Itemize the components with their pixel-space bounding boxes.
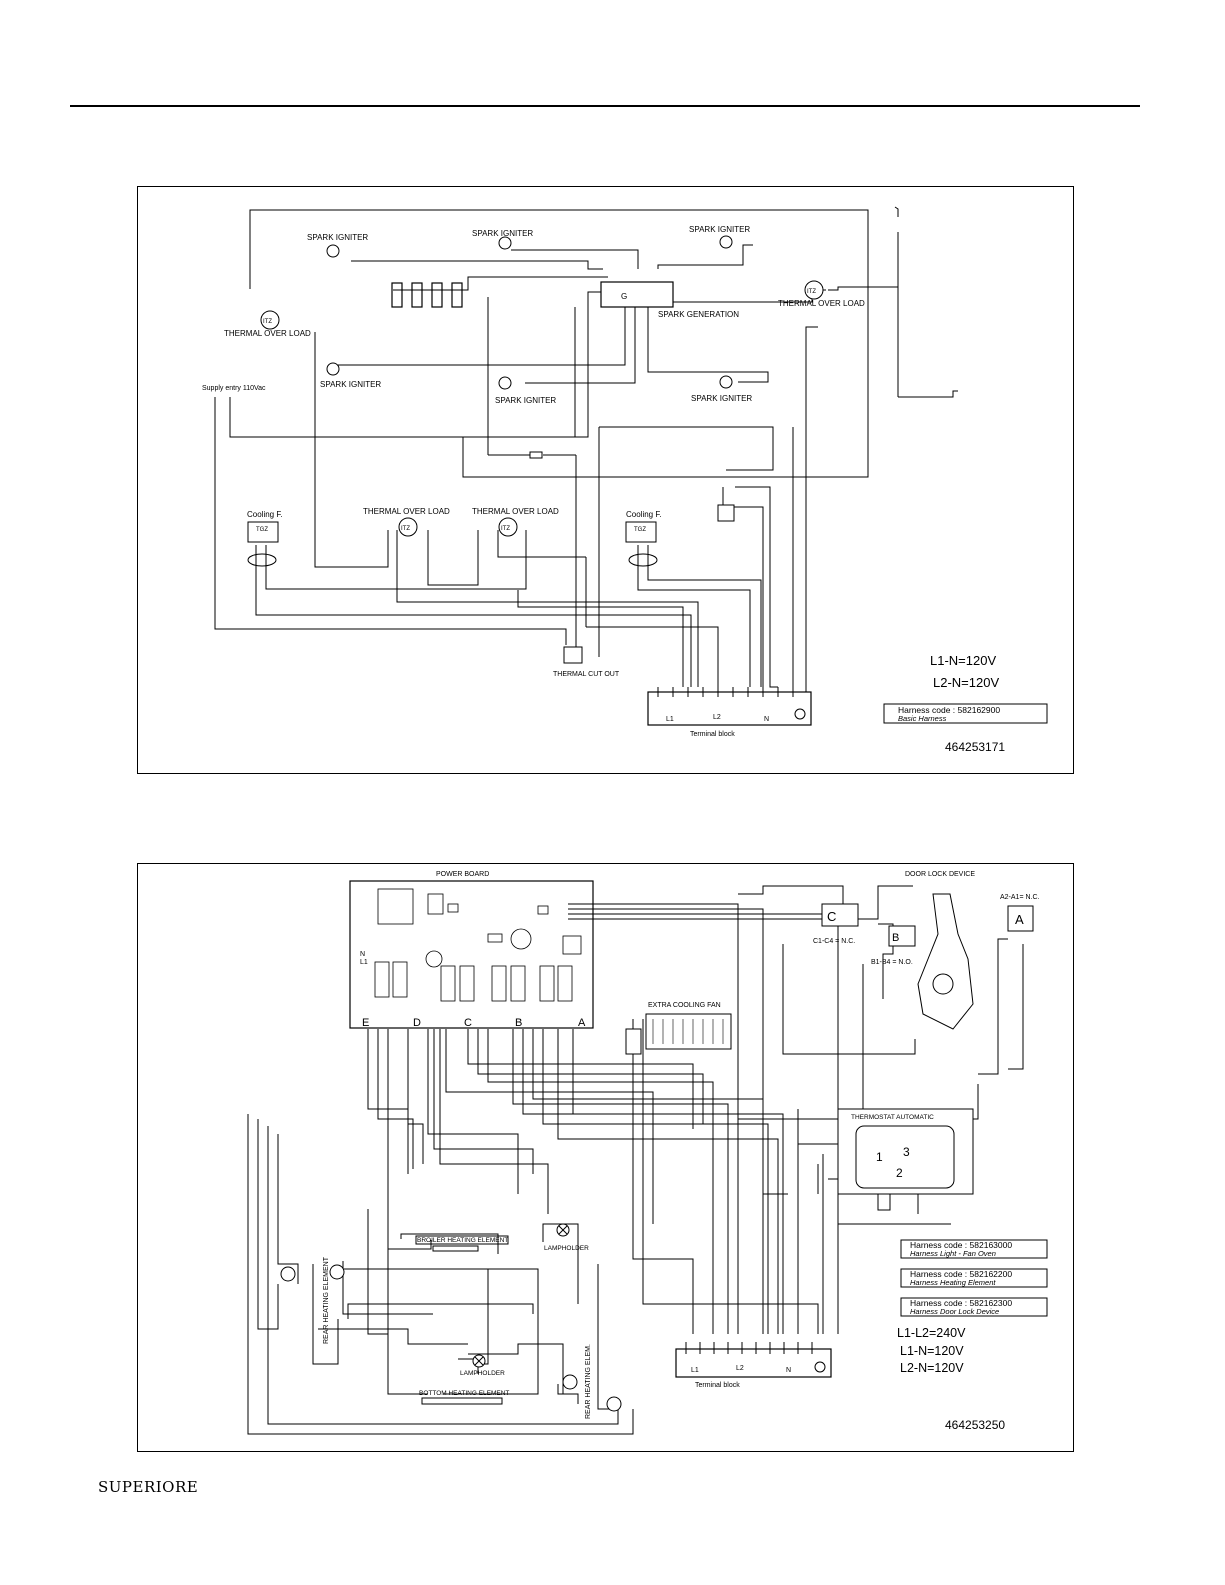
door-lock-device-label: DOOR LOCK DEVICE — [905, 871, 975, 878]
cooling-fan-label: Cooling F. — [247, 510, 283, 519]
voltage-l2n: L2-N=120V — [900, 1361, 964, 1375]
harness-code: Harness code : 582162300 — [910, 1298, 1012, 1308]
basic-harness-diagram: G SPARK GENERATION SPARK IGNITER SPARK I… — [137, 186, 1074, 774]
spark-igniter-label: SPARK IGNITER — [320, 380, 381, 389]
svg-text:N: N — [764, 716, 769, 723]
svg-text:B: B — [892, 932, 899, 944]
voltage-l1n: L1-N=120V — [900, 1344, 964, 1358]
svg-text:N: N — [786, 1367, 791, 1374]
svg-text:A: A — [1015, 912, 1024, 927]
svg-text:L1: L1 — [360, 959, 368, 966]
brand-logo: SUPERIORE — [98, 1478, 199, 1496]
thermal-cut-out-label: THERMAL CUT OUT — [553, 671, 620, 678]
svg-text:L1: L1 — [666, 716, 674, 723]
lampholder-label: LAMPHOLDER — [544, 1245, 589, 1252]
svg-text:TGZ: TGZ — [634, 527, 646, 533]
header-rule — [70, 105, 1140, 107]
spark-igniter-label: SPARK IGNITER — [689, 225, 750, 234]
rear-heating-element-label: REAR HEATING ELEMENT — [323, 1256, 330, 1344]
board-letter: D — [413, 1017, 421, 1029]
harness-name: Harness Door Lock Device — [910, 1307, 999, 1316]
power-board-label: POWER BOARD — [436, 871, 489, 878]
voltage-l2n: L2-N=120V — [933, 675, 999, 690]
lampholder-label: LAMPHOLDER — [460, 1370, 505, 1377]
thermostat-automatic-label: THERMOSTAT AUTOMATIC — [851, 1114, 934, 1121]
svg-text:ITZ: ITZ — [401, 526, 410, 532]
harness-code: Harness code : 582162900 — [898, 705, 1000, 715]
oven-harness-svg: POWER BOARD N L1 E D C B A — [247, 871, 1048, 1435]
svg-text:L2: L2 — [736, 1365, 744, 1372]
harness-name: Harness Light - Fan Oven — [910, 1249, 996, 1258]
svg-text:L2: L2 — [713, 714, 721, 721]
board-letter: B — [515, 1017, 522, 1029]
harness-code: Harness code : 582162200 — [910, 1269, 1012, 1279]
terminal-block-label: Terminal block — [695, 1382, 740, 1389]
spark-generation-label: SPARK GENERATION — [658, 310, 739, 319]
board-letter: C — [464, 1017, 472, 1029]
svg-text:L1: L1 — [691, 1367, 699, 1374]
thermal-over-load-label: THERMAL OVER LOAD — [778, 299, 865, 308]
spark-igniter-label: SPARK IGNITER — [307, 233, 368, 242]
diagram-id: 464253171 — [945, 740, 1005, 754]
svg-text:ITZ: ITZ — [807, 289, 816, 295]
harness-code: Harness code : 582163000 — [910, 1240, 1012, 1250]
svg-text:G: G — [621, 292, 627, 301]
svg-text:ITZ: ITZ — [501, 526, 510, 532]
thermal-over-load-label: THERMAL OVER LOAD — [224, 329, 311, 338]
svg-text:TGZ: TGZ — [256, 527, 268, 533]
svg-text:N: N — [360, 951, 365, 958]
spark-igniter-label: SPARK IGNITER — [472, 229, 533, 238]
spark-igniter-label: SPARK IGNITER — [495, 396, 556, 405]
terminal-block-label: Terminal block — [690, 731, 735, 738]
harness-name: Basic Harness — [898, 714, 947, 723]
diagram-id: 464253250 — [945, 1418, 1005, 1432]
b1-b4-label: B1-B4 = N.O. — [871, 959, 913, 966]
board-letter: A — [578, 1017, 586, 1029]
supply-entry-label: Supply entry 110Vac — [202, 385, 266, 392]
oven-harness-diagram: POWER BOARD N L1 E D C B A — [137, 863, 1074, 1452]
basic-harness-svg: G SPARK GENERATION SPARK IGNITER SPARK I… — [202, 206, 1048, 754]
harness-name: Harness Heating Element — [910, 1278, 996, 1287]
voltage-l1l2: L1-L2=240V — [897, 1326, 966, 1340]
cooling-fan-label: Cooling F. — [626, 510, 662, 519]
c1-c4-label: C1-C4 = N.C. — [813, 938, 855, 945]
thermal-over-load-label: THERMAL OVER LOAD — [472, 507, 559, 516]
svg-text:1: 1 — [876, 1150, 883, 1164]
a2-a1-label: A2-A1= N.C. — [1000, 894, 1040, 901]
thermal-over-load-label: THERMAL OVER LOAD — [363, 507, 450, 516]
extra-cooling-fan-label: EXTRA COOLING FAN — [648, 1002, 721, 1009]
board-letter: E — [362, 1017, 369, 1029]
rear-heating-elem-label: REAR HEATING ELEM. — [585, 1344, 592, 1419]
voltage-l1n: L1-N=120V — [930, 653, 996, 668]
bottom-heating-element-label: BOTTOM HEATING ELEMENT — [419, 1390, 509, 1397]
broiler-heating-element-label: BROILER HEATING ELEMENT — [417, 1237, 508, 1244]
spark-igniter-label: SPARK IGNITER — [691, 394, 752, 403]
svg-text:2: 2 — [896, 1166, 903, 1180]
svg-text:3: 3 — [903, 1145, 910, 1159]
svg-text:ITZ: ITZ — [263, 319, 272, 325]
svg-text:C: C — [827, 909, 836, 924]
